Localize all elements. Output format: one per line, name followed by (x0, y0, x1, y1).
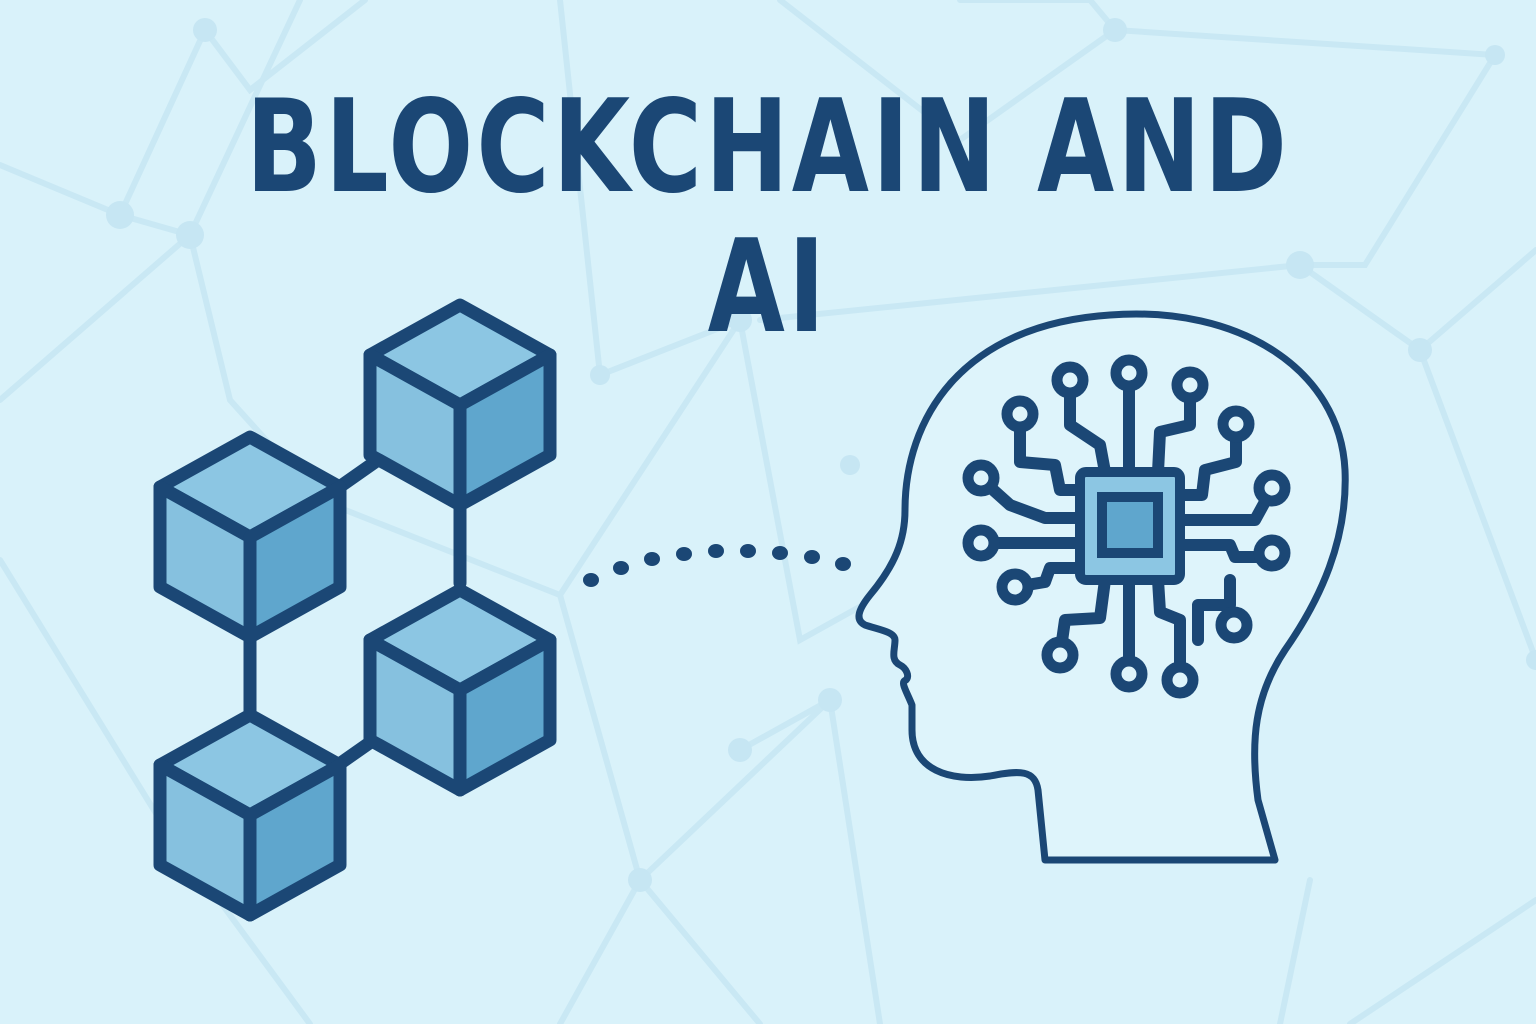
cube-icon (363, 583, 557, 797)
blockchain-icon (153, 298, 557, 922)
page-title: BLOCKCHAIN AND AI (245, 73, 1291, 362)
cube-icon (363, 298, 557, 512)
circuit-nodes (962, 354, 1291, 699)
cube-icon (153, 430, 347, 644)
ai-head-icon (855, 310, 1349, 864)
dotted-connector (583, 544, 851, 587)
cube-icon (153, 708, 347, 922)
chip-icon (1075, 467, 1185, 585)
